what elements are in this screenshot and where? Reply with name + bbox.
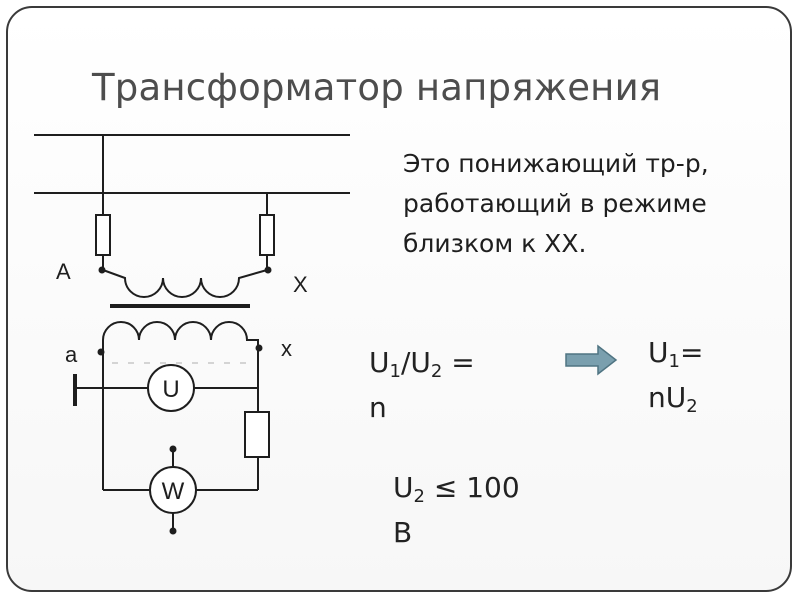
terminal-dot-A [98,266,106,274]
result-formula: U1= nU2 [648,336,704,417]
limit-formula: U2 ≤ 100 В [393,471,520,549]
description-text: Это понижающий тр-р, работающий в режиме… [403,144,709,264]
description-line-3: близком к ХХ. [403,229,587,258]
label-a: a [65,342,78,367]
primary-winding [102,269,268,298]
wattmeter [149,466,197,514]
secondary-winding [102,321,259,352]
wattmeter-current-coil [244,411,270,458]
label-x: x [281,336,292,361]
label-X: X [293,272,308,297]
voltmeter-label: U [162,376,179,403]
terminal-dot-a [97,348,105,356]
description-line-2: работающий в режиме [403,189,707,218]
description-line-1: Это понижающий тр-р, [403,149,709,178]
wattmeter-dot-top [169,445,177,453]
label-A: A [56,259,71,284]
wattmeter-dot-bottom [169,527,177,535]
arrow-right-icon [565,344,618,376]
slide-title: Трансформатор напряжения [92,66,662,109]
terminal-dot-X [264,266,272,274]
voltmeter [147,364,195,412]
wattmeter-label: W [162,478,185,505]
fuse-left [95,214,111,256]
terminal-dot-x [255,344,263,352]
slide-frame [6,6,792,592]
ratio-formula: U1/U2 = n [369,346,475,424]
fuse-right [259,214,275,256]
